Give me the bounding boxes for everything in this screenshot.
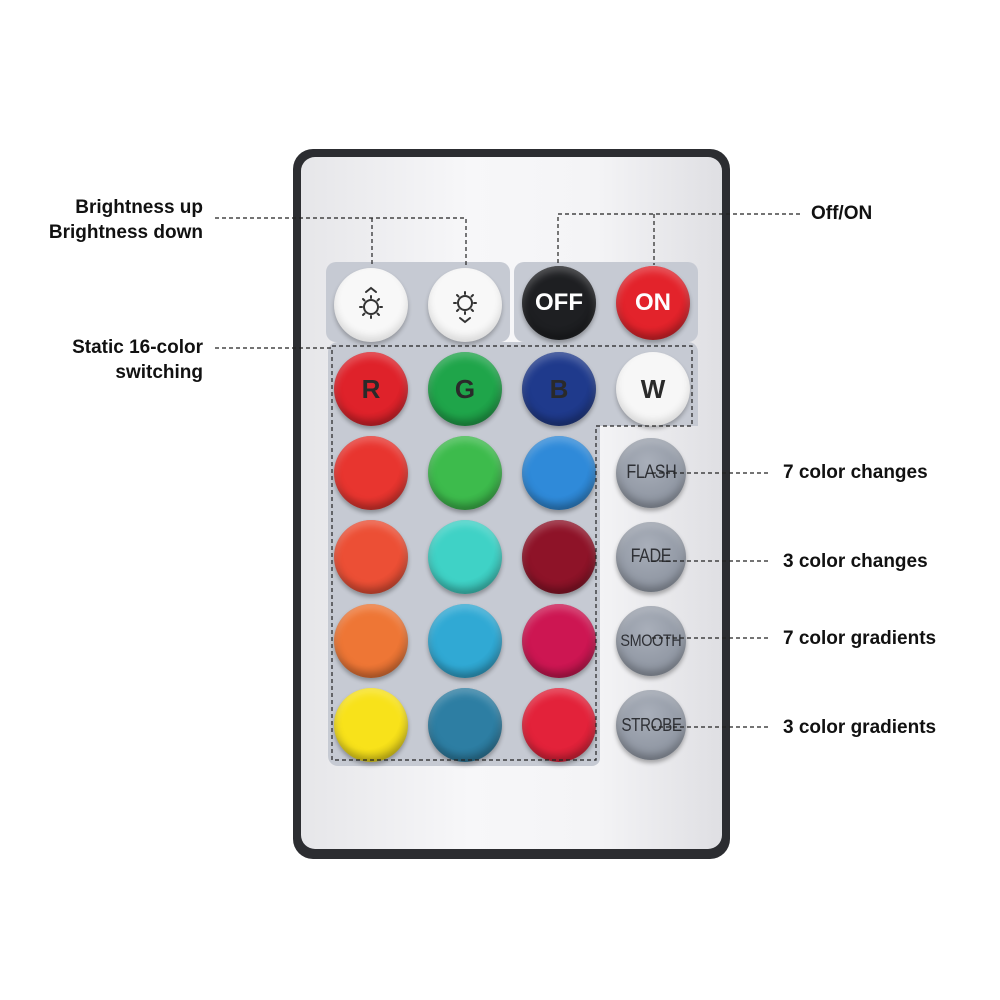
color-button-1-1[interactable] (334, 436, 408, 510)
color-button-4-2[interactable] (428, 688, 502, 762)
color-button-2-2[interactable] (428, 520, 502, 594)
smooth-button-label: SMOOTH (620, 631, 682, 650)
brightness-up-icon (359, 286, 383, 319)
static-color-callout: Static 16-color switching (72, 335, 203, 385)
color-button-4-3[interactable] (522, 688, 596, 762)
power-callout: Off/ON (811, 203, 873, 224)
power-leader-line (557, 213, 800, 265)
color-button-4-1[interactable] (334, 688, 408, 762)
strobe-callout: 3 color gradients (783, 717, 937, 738)
blue-button[interactable]: B (522, 352, 596, 426)
brightness-up-text: Brightness up (75, 197, 203, 218)
flash-button-label: FLASH (626, 462, 676, 483)
color-button-1-2[interactable] (428, 436, 502, 510)
color-button-3-3[interactable] (522, 604, 596, 678)
flash-callout: 7 color changes (783, 462, 928, 483)
static-color-outline (215, 345, 693, 761)
fade-callout: 3 color changes (783, 551, 928, 572)
brightness-up-button[interactable] (334, 268, 408, 342)
brightness-down-text: Brightness down (48, 222, 203, 243)
on-button[interactable]: ON (616, 266, 690, 340)
color-button-1-3[interactable] (522, 436, 596, 510)
off-button-label: OFF (535, 289, 583, 316)
green-button-label: G (454, 373, 476, 404)
off-button[interactable]: OFF (522, 266, 596, 340)
fade-button-label: FADE (630, 546, 672, 567)
red-button-label: R (361, 373, 381, 404)
green-button[interactable]: G (428, 352, 502, 426)
smooth-callout: 7 color gradients (783, 628, 937, 649)
red-button[interactable]: R (334, 352, 408, 426)
brightness-leader-line (215, 217, 467, 265)
color-button-2-3[interactable] (522, 520, 596, 594)
white-button[interactable]: W (616, 352, 690, 426)
strobe-button[interactable]: STROBE (616, 690, 686, 760)
on-button-label: ON (635, 289, 671, 316)
strobe-button-label: STROBE (620, 714, 682, 735)
static-color-text-2: switching (115, 362, 203, 383)
brightness-callout: Brightness up Brightness down (49, 195, 203, 245)
fade-button[interactable]: FADE (616, 522, 686, 592)
flash-button[interactable]: FLASH (616, 438, 686, 508)
color-button-3-2[interactable] (428, 604, 502, 678)
blue-button-label: B (549, 373, 569, 404)
brightness-down-icon (453, 291, 477, 324)
white-button-label: W (640, 373, 666, 404)
brightness-down-button[interactable] (428, 268, 502, 342)
color-button-2-1[interactable] (334, 520, 408, 594)
color-button-3-1[interactable] (334, 604, 408, 678)
smooth-button[interactable]: SMOOTH (616, 606, 686, 676)
static-color-text-1: Static 16-color (72, 337, 203, 358)
